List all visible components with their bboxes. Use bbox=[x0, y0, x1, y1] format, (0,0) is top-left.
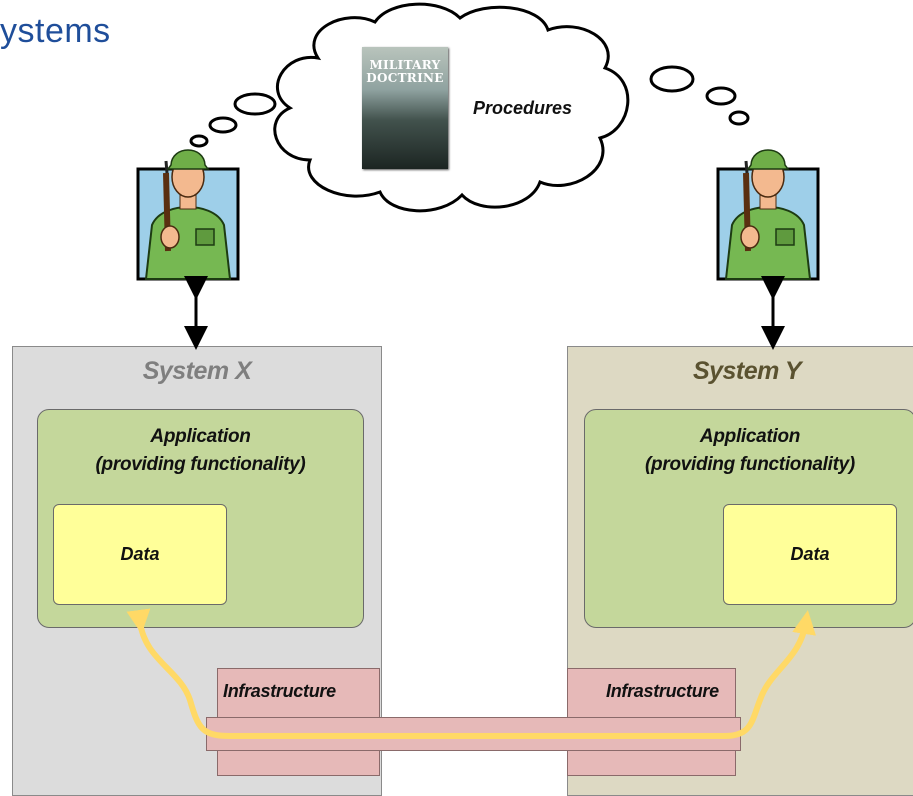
soldier-icon bbox=[716, 149, 820, 281]
thought-bubbles-right bbox=[649, 65, 750, 126]
system-x-application-label: Application bbox=[150, 426, 251, 447]
procedures-label: Procedures bbox=[473, 98, 573, 118]
book-title-line2: DOCTRINE bbox=[366, 71, 444, 85]
system-y-application-sublabel: (providing functionality) bbox=[645, 454, 855, 475]
system-x-data-box: Data bbox=[53, 504, 227, 605]
thought-bubbles-left bbox=[189, 92, 277, 148]
flow-arrow-icon bbox=[126, 608, 816, 739]
book-cover-icon: MILITARY DOCTRINE bbox=[362, 47, 448, 169]
system-x-title: System X bbox=[142, 357, 252, 385]
double-arrow-icon bbox=[184, 276, 785, 350]
system-y-title: System Y bbox=[692, 357, 802, 385]
system-x-application-sublabel: (providing functionality) bbox=[95, 454, 306, 475]
system-y-infrastructure-label: Infrastructure bbox=[606, 681, 719, 701]
system-y-application-label: Application bbox=[699, 426, 801, 447]
soldier-icon bbox=[136, 149, 240, 281]
thought-cloud-icon bbox=[273, 2, 630, 213]
page-title: ystems bbox=[0, 12, 111, 50]
book-title-line1: MILITARY bbox=[369, 58, 441, 72]
system-y-data-box: Data bbox=[723, 504, 897, 605]
system-x-infrastructure-label: Infrastructure bbox=[223, 681, 336, 701]
